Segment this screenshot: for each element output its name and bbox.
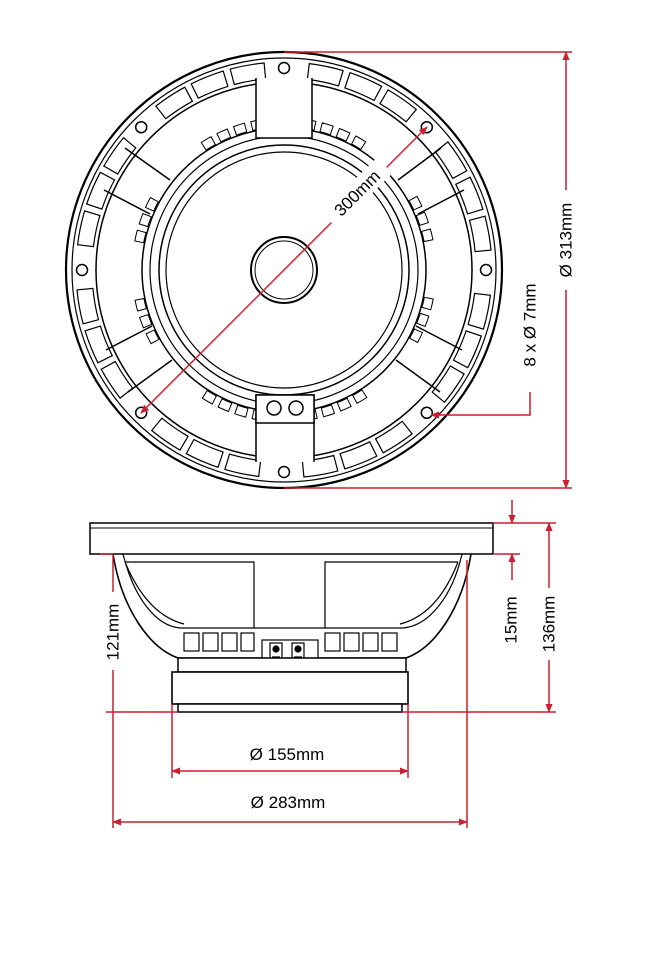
mounting-hole [75,263,89,277]
side-view [89,522,494,713]
rim-slot [150,417,189,451]
body-depth-label: 121mm [104,604,123,661]
mounting-holes-label: 8 x Ø 7mm [521,283,540,366]
rim-slot [84,325,114,364]
magnet-diameter-label: Ø 155mm [250,745,325,764]
rim-slot [379,89,418,123]
rim-slot [467,292,492,330]
rim-slot [224,453,262,478]
basket-slot [352,389,368,404]
basket-slot [350,135,367,151]
back-plate [177,703,403,713]
rim-slot [85,171,116,210]
outer-diameter-label: Ø 313mm [557,203,576,278]
rim-slot [431,365,465,404]
top-plate [177,657,407,673]
rim-slot [76,287,100,325]
rim-slot [339,440,378,470]
mounting-hole [277,61,291,75]
mounting-hole-leader [430,392,531,419]
basket-window-right [324,561,459,628]
rim-ventilation-slots [76,62,492,478]
rim-slot [100,360,134,399]
rim-slot [155,86,194,120]
cutout-diameter-label: Ø 283mm [251,793,326,812]
overall-depth-label: 136mm [540,596,559,653]
spoke-lower-right [395,325,463,393]
rim-slot [76,210,101,248]
basket-slot [201,389,218,405]
rim-slot [185,438,224,469]
mounting-hole [479,263,493,277]
spoke-upper-right [397,147,465,215]
mounting-hole [277,465,291,479]
magnet [171,671,409,705]
terminal-plate [255,394,315,424]
basket-profile-inner [122,553,463,629]
rim-inner-edge [71,57,497,483]
terminal-block [255,394,315,424]
rim-slot [452,330,483,369]
rim-slot [374,420,413,454]
mounting-hole [420,406,434,420]
basket-window-left [124,561,255,628]
rim-slot [468,215,492,253]
rim-slot [454,176,484,215]
mounting-hole [134,120,148,134]
rim-slot [190,70,229,100]
rim-slot [344,71,383,102]
flange-thickness-label: 15mm [502,596,521,643]
spoke-lower-left [105,325,173,393]
basket-slot [200,136,216,151]
spoke-top [255,78,313,139]
vent-slots-left [183,632,255,652]
rim-slot [306,62,344,87]
rim-slot [103,136,137,175]
vent-slots-right [324,632,398,652]
rim-slot [434,141,468,180]
dimension-labels: 300mm Ø 313mm 8 x Ø 7mm 136mm 15mm 121mm… [104,157,576,812]
